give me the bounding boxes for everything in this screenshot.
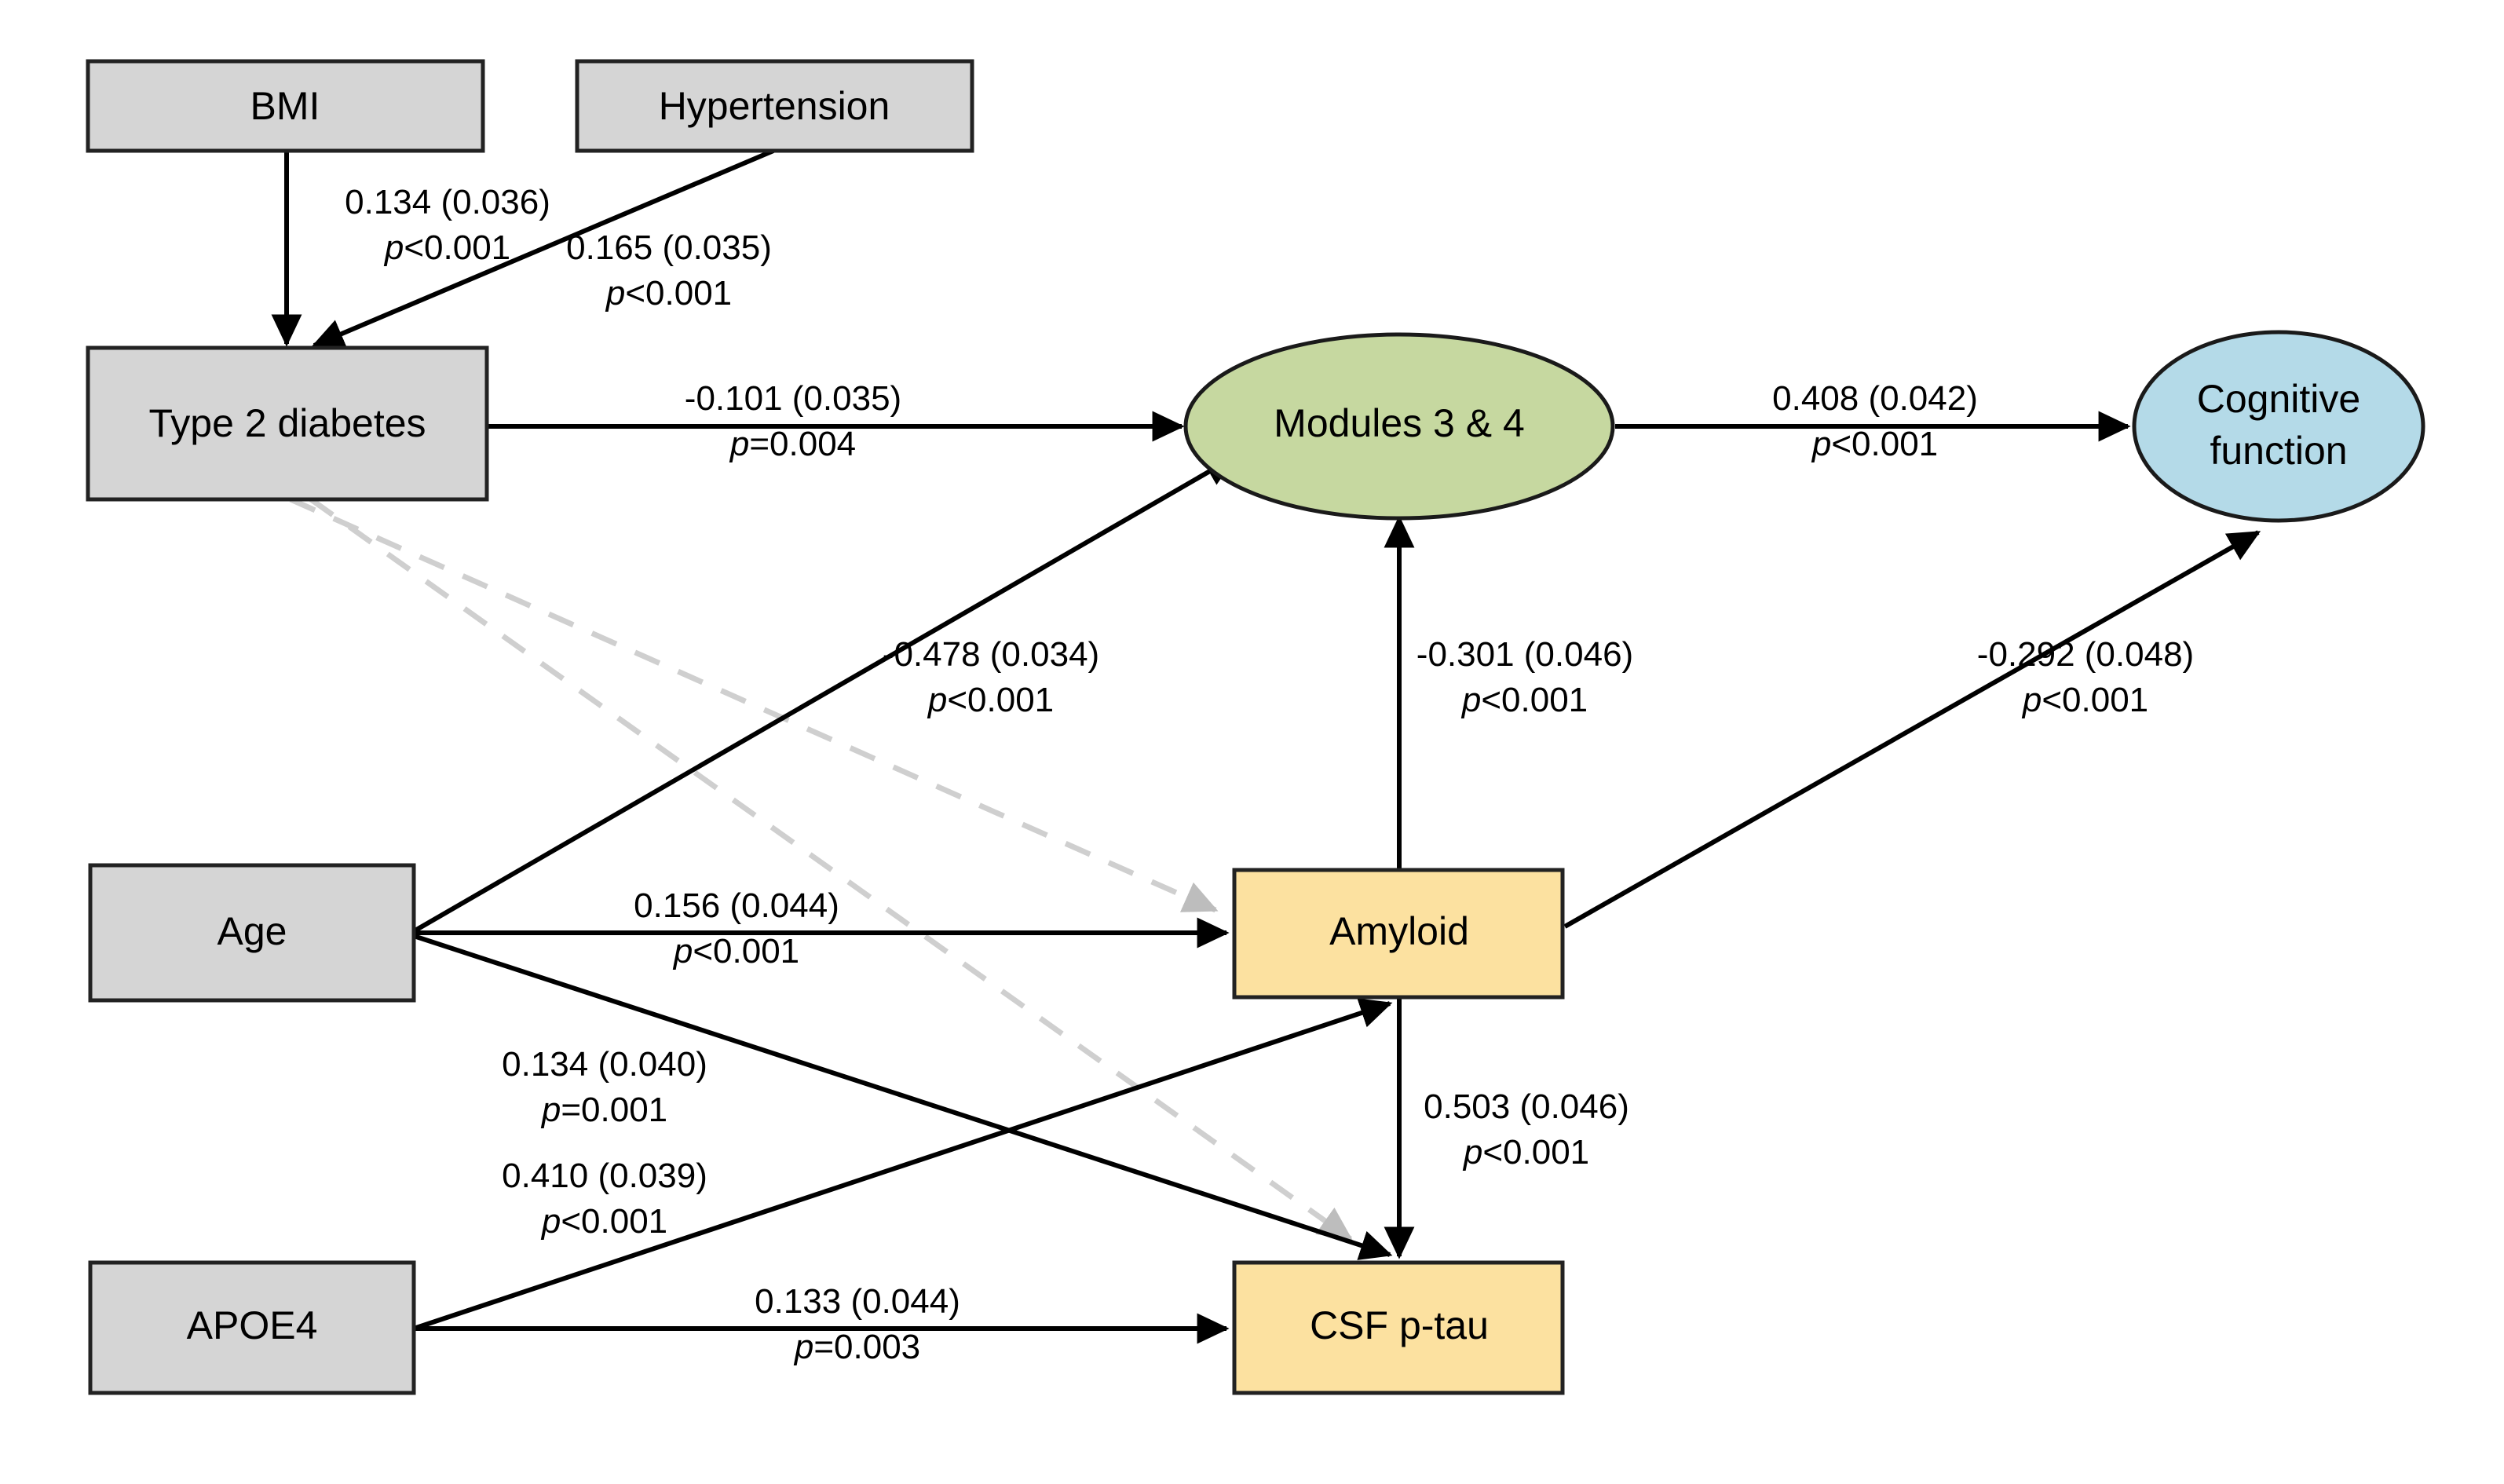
- edge-label-age-amyloid-pvalue: p<0.001: [672, 932, 799, 970]
- edge-label-amyloid-ptau: 0.503 (0.046) p<0.001: [1424, 1087, 1629, 1171]
- edge-label-age-amyloid-estimate: 0.156 (0.044): [634, 886, 839, 925]
- edge-label-t2d-modules-estimate: -0.101 (0.035): [685, 379, 901, 418]
- age-label: Age: [218, 909, 287, 953]
- cognitive-function-label-line1: Cognitive: [2197, 377, 2360, 421]
- edge-label-hypertension-t2d-estimate: 0.165 (0.035): [566, 228, 772, 267]
- cognitive-function-label-line2: function: [2210, 429, 2347, 473]
- edge-label-apoe4-ptau-pvalue: p=0.003: [793, 1328, 920, 1366]
- edge-label-age-modules-estimate: -0.478 (0.034): [883, 635, 1099, 674]
- amyloid-box[interactable]: [1232, 868, 1565, 1000]
- edge-label-amyloid-modules-estimate: -0.301 (0.046): [1416, 635, 1633, 674]
- edge-label-bmi-t2d-pvalue: p<0.001: [383, 228, 510, 267]
- edge-hypertension-t2d[interactable]: [311, 148, 775, 349]
- edge-label-age-modules-pvalue: p<0.001: [927, 681, 1054, 719]
- edge-label-age-ptau-estimate: 0.134 (0.040): [502, 1045, 707, 1084]
- edge-label-amyloid-cognition-pvalue: p<0.001: [2021, 681, 2148, 719]
- node-hypertension[interactable]: Hypertension: [575, 59, 974, 153]
- edge-label-modules-cognition: 0.408 (0.042) p<0.001: [1772, 379, 1978, 463]
- edge-label-age-ptau-pvalue: p=0.001: [540, 1091, 667, 1129]
- csf-ptau-box[interactable]: [1232, 1260, 1565, 1395]
- edge-label-apoe4-amyloid: 0.410 (0.039) p<0.001: [502, 1157, 707, 1241]
- edge-label-hypertension-t2d: 0.165 (0.035) p<0.001: [566, 228, 772, 313]
- edge-label-bmi-t2d-estimate: 0.134 (0.036): [345, 183, 550, 221]
- edge-label-amyloid-ptau-pvalue: p<0.001: [1462, 1133, 1589, 1171]
- age-box[interactable]: [88, 863, 416, 1003]
- node-cognitive-function[interactable]: Cognitive function: [2132, 330, 2425, 523]
- type2-diabetes-box[interactable]: [86, 345, 489, 502]
- edge-label-amyloid-cognition-estimate: -0.292 (0.048): [1977, 635, 2194, 674]
- edge-label-age-amyloid: 0.156 (0.044) p<0.001: [634, 886, 839, 970]
- edge-group-dashed: [289, 496, 1354, 1241]
- apoe4-box[interactable]: [88, 1260, 416, 1395]
- edge-label-t2d-modules: -0.101 (0.035) p=0.004: [685, 379, 901, 463]
- edge-apoe4-amyloid[interactable]: [413, 998, 1393, 1331]
- bmi-label: BMI: [250, 84, 320, 128]
- edge-label-amyloid-modules-pvalue: p<0.001: [1460, 681, 1588, 719]
- edge-label-amyloid-cognition: -0.292 (0.048) p<0.001: [1977, 635, 2194, 719]
- modules-label: Modules 3 & 4: [1274, 401, 1525, 445]
- edge-age-modules[interactable]: [412, 455, 1237, 934]
- edge-label-apoe4-amyloid-pvalue: p<0.001: [540, 1202, 667, 1241]
- edge-group-solid: [271, 148, 2261, 1344]
- hypertension-box[interactable]: [575, 59, 974, 153]
- modules-ellipse[interactable]: [1183, 332, 1615, 521]
- edge-amyloid-cognition[interactable]: [1563, 530, 2261, 929]
- apoe4-label: APOE4: [187, 1303, 318, 1347]
- node-bmi[interactable]: BMI: [86, 59, 485, 153]
- edge-label-apoe4-amyloid-estimate: 0.410 (0.039): [502, 1157, 707, 1195]
- amyloid-label: Amyloid: [1329, 909, 1469, 953]
- csf-ptau-label: CSF p-tau: [1310, 1303, 1489, 1347]
- edge-label-apoe4-ptau: 0.133 (0.044) p=0.003: [755, 1282, 960, 1366]
- node-apoe4[interactable]: APOE4: [88, 1260, 416, 1395]
- edge-age-ptau[interactable]: [413, 934, 1393, 1260]
- edge-label-modules-cognition-pvalue: p<0.001: [1811, 425, 1938, 463]
- edge-label-bmi-t2d: 0.134 (0.036) p<0.001: [345, 183, 550, 267]
- edge-label-amyloid-modules: -0.301 (0.046) p<0.001: [1416, 635, 1633, 719]
- node-amyloid[interactable]: Amyloid: [1232, 868, 1565, 1000]
- bmi-box[interactable]: [86, 59, 485, 153]
- edge-label-apoe4-ptau-estimate: 0.133 (0.044): [755, 1282, 960, 1321]
- edge-label-hypertension-t2d-pvalue: p<0.001: [605, 274, 732, 313]
- edge-label-t2d-modules-pvalue: p=0.004: [729, 425, 856, 463]
- edge-t2d-amyloid[interactable]: [289, 496, 1219, 913]
- type2-diabetes-label: Type 2 diabetes: [148, 401, 426, 445]
- node-modules[interactable]: Modules 3 & 4: [1183, 332, 1615, 521]
- edge-label-age-ptau: 0.134 (0.040) p=0.001: [502, 1045, 707, 1129]
- hypertension-label: Hypertension: [659, 84, 890, 128]
- edge-label-modules-cognition-estimate: 0.408 (0.042): [1772, 379, 1978, 418]
- edge-label-amyloid-ptau-estimate: 0.503 (0.046): [1424, 1087, 1629, 1126]
- node-type2-diabetes[interactable]: Type 2 diabetes: [86, 345, 489, 502]
- edge-label-age-modules: -0.478 (0.034) p<0.001: [883, 635, 1099, 719]
- node-age[interactable]: Age: [88, 863, 416, 1003]
- node-csf-ptau[interactable]: CSF p-tau: [1232, 1260, 1565, 1395]
- edge-t2d-ptau[interactable]: [309, 497, 1354, 1241]
- cognitive-function-ellipse[interactable]: [2132, 330, 2425, 523]
